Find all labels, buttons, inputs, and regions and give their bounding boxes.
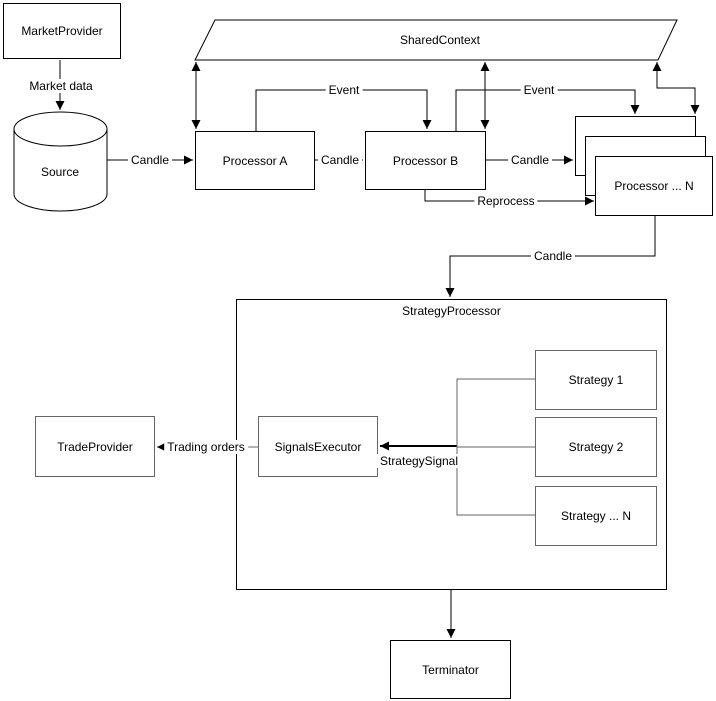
edge-label-market-data: Market data [26, 79, 96, 93]
node-processor-b: Processor B [365, 131, 486, 190]
processor-b-label: Processor B [392, 153, 459, 168]
processor-n-label: Processor ... N [614, 179, 694, 193]
edge-label-candle-a-to-b: Candle [317, 153, 363, 167]
edge-label-trading-orders: Trading orders [164, 440, 248, 454]
edge-label-event-a-to-b: Event [325, 83, 363, 97]
edge-label-strategy-signal: StrategySignal [376, 454, 462, 468]
node-strategy-1: Strategy 1 [535, 350, 657, 410]
node-signals-executor: SignalsExecutor [258, 416, 378, 477]
terminator-label: Terminator [422, 662, 479, 677]
trade-provider-label: TradeProvider [57, 439, 133, 454]
node-trade-provider: TradeProvider [35, 416, 155, 477]
node-strategy-n: Strategy ... N [535, 486, 657, 546]
shape-source-cylinder [13, 111, 108, 212]
strategy-n-label: Strategy ... N [560, 509, 632, 523]
shape-source-cylinder-lip [13, 128, 108, 147]
edge-label-event-b-to-n: Event [520, 83, 558, 97]
strategy-processor-title: StrategyProcessor [402, 304, 501, 318]
node-strategy-2: Strategy 2 [535, 417, 657, 477]
shared-context-label: SharedContext [399, 33, 481, 47]
processor-a-label: Processor A [222, 153, 288, 168]
edge-label-candle-b-to-n: Candle [507, 153, 553, 167]
node-processor-a: Processor A [195, 131, 315, 190]
edge-label-candle-n-to-strategy: Candle [530, 249, 576, 263]
edge-label-candle-source-to-a: Candle [127, 153, 173, 167]
strategy-1-label: Strategy 1 [568, 373, 624, 387]
node-terminator: Terminator [390, 640, 511, 699]
source-label: Source [40, 165, 80, 179]
edge-label-reprocess: Reprocess [474, 194, 538, 208]
market-provider-label: MarketProvider [21, 24, 103, 38]
strategy-2-label: Strategy 2 [568, 440, 624, 454]
signals-executor-label: SignalsExecutor [274, 439, 362, 454]
edge-sharedcontext-processor-n [652, 62, 700, 114]
node-market-provider: MarketProvider [3, 3, 121, 59]
node-processor-n: Processor ... N [595, 156, 713, 216]
